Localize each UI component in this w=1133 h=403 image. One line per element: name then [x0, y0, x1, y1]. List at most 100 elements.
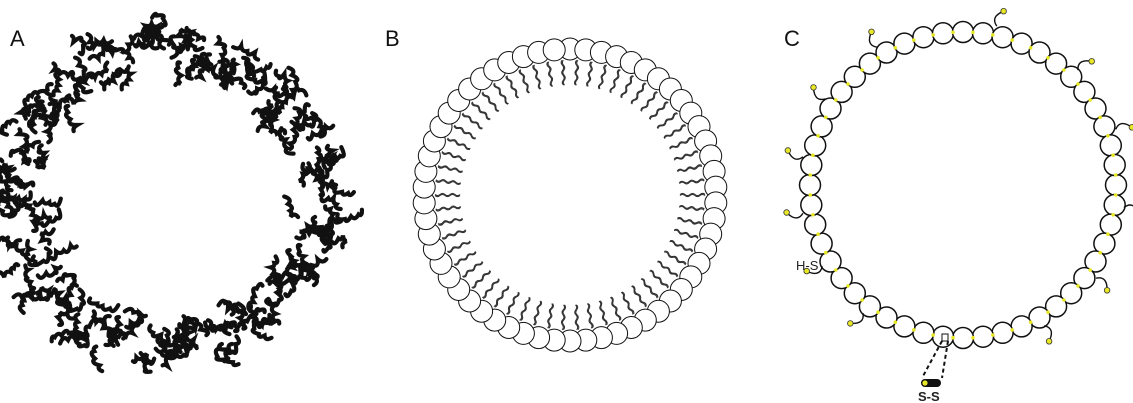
polymer-chain — [133, 357, 154, 364]
crosslink-dot — [1010, 38, 1014, 42]
thiol-group-icon — [1046, 339, 1052, 345]
ring-bead — [1011, 316, 1032, 337]
crosslink-dot — [912, 328, 916, 332]
lipid-tails — [435, 60, 705, 330]
thiol-group-icon — [811, 85, 817, 91]
lipid-tail — [610, 297, 619, 320]
crosslink-dot — [1114, 193, 1118, 197]
lipid-tail — [507, 76, 519, 98]
lipid-tail — [455, 125, 476, 138]
polymer-chain — [332, 236, 347, 248]
crosslink-dot — [846, 284, 850, 288]
crosslink-dot — [951, 336, 955, 340]
crosslink-dot — [1010, 328, 1014, 332]
thiol-group-icon — [1129, 125, 1133, 131]
polymer-chain — [72, 36, 85, 54]
thiol-label: H-S — [796, 258, 819, 273]
polymer-chain — [57, 274, 75, 285]
polymer-chain — [33, 248, 51, 264]
polymer-chain — [89, 298, 118, 311]
crosslink-dot — [860, 68, 864, 72]
lipid-tail — [670, 139, 693, 150]
ring-bead — [1104, 155, 1125, 176]
lipid-tail — [494, 286, 508, 307]
lipid-tail — [650, 271, 668, 288]
crosslink-dot — [1062, 298, 1066, 302]
lipid-tail — [436, 206, 461, 210]
bead-ring-panel-c: H-S S-S — [784, 8, 1133, 403]
crosslink-dot — [912, 38, 916, 42]
polymer-chain — [284, 197, 298, 218]
crosslink-dot — [951, 31, 955, 35]
crosslink-dot — [809, 173, 813, 177]
crosslink-dot — [1106, 232, 1110, 236]
disulfide-label: S-S — [918, 389, 940, 403]
crosslink-dot — [1098, 116, 1102, 120]
thiol-group-icon — [784, 210, 790, 216]
polymer-chain — [125, 36, 133, 62]
crosslink-dot — [1088, 268, 1092, 272]
crosslink-dot — [824, 116, 828, 120]
polymer-chain — [337, 210, 362, 221]
polymer-chain — [283, 88, 307, 97]
ring-bead — [992, 322, 1013, 343]
lipid-tail — [520, 297, 530, 320]
crosslink-dot — [931, 333, 935, 337]
crosslink-dot — [1098, 251, 1102, 255]
polymer-chain — [0, 264, 18, 277]
lipid-tail — [657, 262, 677, 277]
lipid-tail — [447, 241, 470, 252]
ring-bead — [973, 23, 994, 44]
polymer-shell-panel-a — [0, 14, 362, 372]
bead-ring — [800, 22, 1127, 349]
ring-bead — [933, 326, 954, 347]
polymer-chain — [186, 32, 204, 45]
lipid-tail — [482, 279, 498, 298]
crosslink-dot — [991, 333, 995, 337]
lipid-head — [543, 39, 565, 61]
polymer-chain — [35, 199, 61, 206]
ring-bead — [913, 322, 934, 343]
crosslink-dot — [1046, 310, 1050, 314]
ring-bead — [992, 27, 1013, 48]
polymer-chain — [92, 347, 103, 372]
polymer-chain — [319, 171, 323, 195]
crosslink-dot — [1076, 82, 1080, 86]
crosslink-dot — [1111, 153, 1115, 157]
disulfide-bond-icon — [921, 379, 941, 387]
crosslink-dot — [1111, 213, 1115, 217]
ring-bead — [801, 155, 822, 176]
crosslink-dot — [1088, 98, 1092, 102]
crosslink-dot — [971, 31, 975, 35]
crosslink-dot — [1029, 46, 1033, 50]
ring-bead — [913, 27, 934, 48]
ring-bead — [1106, 175, 1127, 196]
crosslink-dot — [876, 310, 880, 314]
panel-b-label: B — [385, 26, 400, 51]
lipid-tail — [641, 279, 657, 298]
lipid-tail — [664, 252, 685, 265]
lipid-tail — [506, 292, 518, 314]
ring-bead — [953, 328, 974, 349]
lipid-tail — [680, 194, 705, 196]
thiol-group-icon — [1001, 8, 1007, 14]
crosslink-dot — [816, 232, 820, 236]
crosslink-dot — [991, 33, 995, 37]
lipid-tail — [448, 138, 471, 149]
lipid-tail — [534, 65, 541, 89]
lipid-tail — [483, 92, 499, 111]
crosslink-dot — [1106, 134, 1110, 138]
lipid-tail — [463, 113, 483, 128]
lipid-tail — [495, 83, 509, 104]
lipid-tail — [454, 251, 476, 264]
lipid-tail — [679, 180, 704, 184]
lipid-tail — [533, 301, 540, 325]
crosslink-dot — [1114, 173, 1118, 177]
polymer-chain — [66, 106, 78, 131]
lipid-tail — [520, 69, 529, 92]
crosslink-dot — [846, 82, 850, 86]
polymer-chain — [58, 312, 74, 325]
polymer-chain — [40, 229, 53, 243]
panel-a-label: A — [10, 26, 25, 51]
